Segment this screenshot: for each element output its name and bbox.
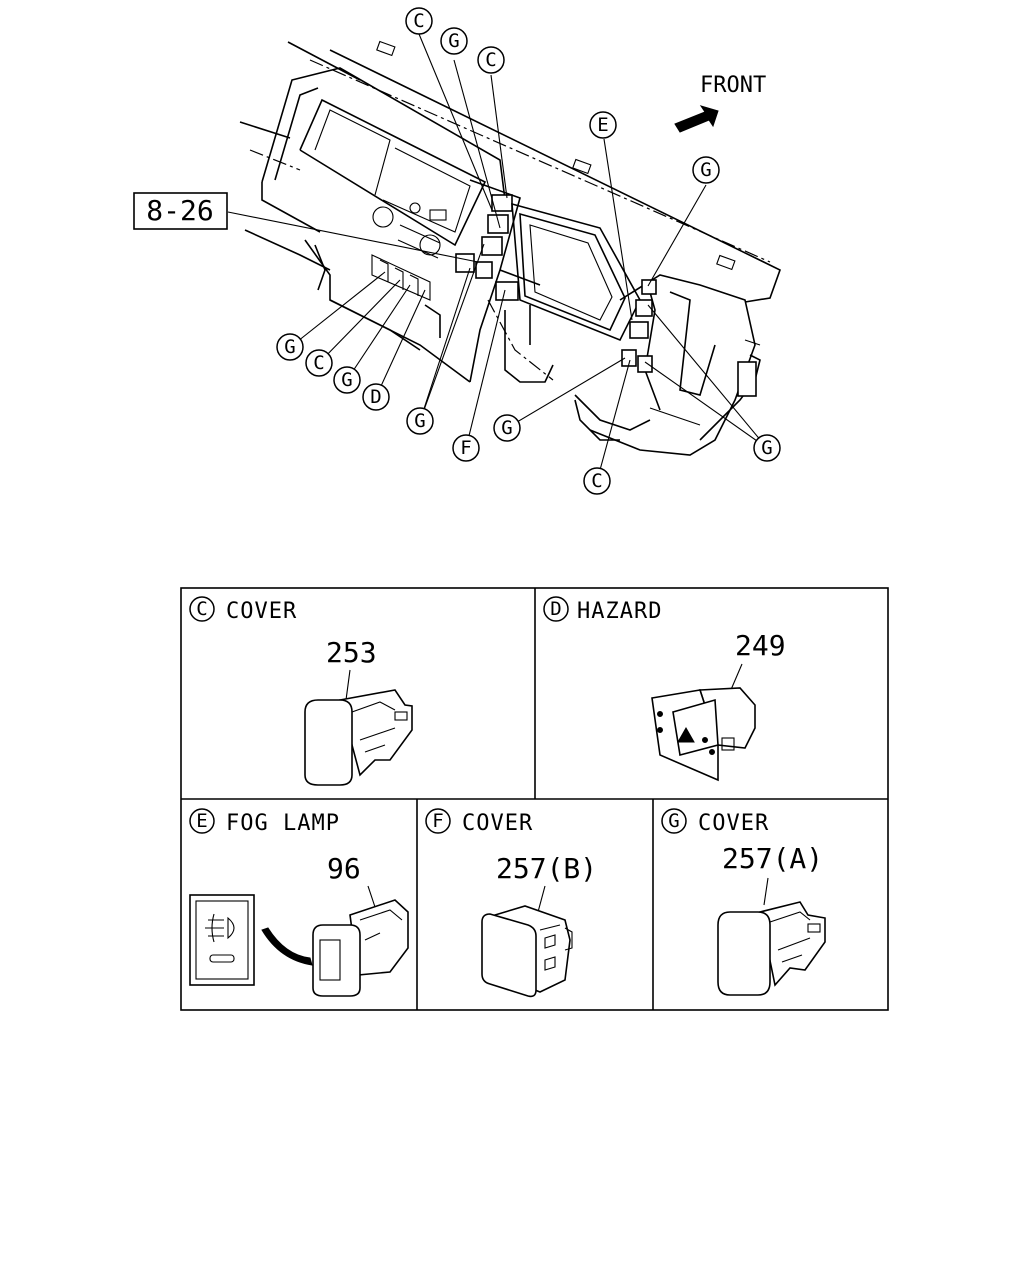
- reference-box-label: 8-26: [146, 194, 213, 227]
- hazard-switch-249-icon: [651, 687, 756, 782]
- cell-f-cover: F COVER 257(B): [425, 808, 597, 998]
- cover-257a-icon: [717, 901, 826, 996]
- svg-text:G: G: [284, 336, 295, 358]
- cell-d-title: HAZARD: [577, 599, 662, 624]
- cell-c-part-number: 253: [326, 636, 377, 669]
- cell-g-title: COVER: [698, 811, 769, 836]
- cell-g-part-number: 257(A): [722, 842, 823, 875]
- parts-table: C COVER 253 D HAZARD 249: [180, 587, 889, 1011]
- fog-lamp-switch-96-icon: [312, 899, 409, 997]
- fog-lamp-symbol-icon: [189, 894, 255, 986]
- callout-g-left-2: G: [333, 366, 361, 394]
- front-arrow-icon: [674, 105, 719, 133]
- cell-f-title: COVER: [462, 811, 533, 836]
- cell-d-letter: D: [550, 598, 561, 620]
- svg-text:F: F: [460, 437, 471, 459]
- svg-text:G: G: [700, 159, 711, 181]
- svg-text:G: G: [448, 30, 459, 52]
- cell-e-letter: E: [196, 810, 207, 832]
- cell-f-part-number: 257(B): [496, 852, 597, 885]
- dashboard-illustration: [239, 40, 781, 456]
- cover-253-icon: [304, 689, 413, 786]
- svg-text:D: D: [370, 386, 381, 408]
- callout-g-bottom-mid: G: [493, 414, 521, 442]
- callout-g-left-1: G: [276, 333, 304, 361]
- svg-text:C: C: [485, 49, 496, 71]
- callouts: C G C E G G C G D G F G G C: [276, 7, 781, 495]
- svg-text:C: C: [313, 352, 324, 374]
- callout-f: F: [452, 434, 480, 462]
- reference-box: 8-26: [133, 192, 228, 230]
- callout-g-right-top: G: [692, 156, 720, 184]
- cell-e-part-number: 96: [327, 852, 361, 885]
- callout-c-bottom-right: C: [583, 467, 611, 495]
- cell-d-hazard: D HAZARD 249: [543, 596, 786, 782]
- svg-text:E: E: [597, 114, 608, 136]
- cell-f-letter: F: [432, 810, 443, 832]
- cell-e-fog-lamp: E FOG LAMP 96: [189, 808, 409, 997]
- pointer-arrow-icon: [261, 927, 313, 966]
- svg-text:G: G: [761, 437, 772, 459]
- cell-e-title: FOG LAMP: [226, 811, 340, 836]
- svg-text:C: C: [413, 10, 424, 32]
- callout-c-top-right: C: [477, 46, 505, 74]
- front-label: FRONT: [700, 73, 766, 98]
- callout-c-left: C: [305, 349, 333, 377]
- svg-text:G: G: [341, 369, 352, 391]
- svg-text:G: G: [414, 410, 425, 432]
- callout-g-top: G: [440, 27, 468, 55]
- svg-text:G: G: [501, 417, 512, 439]
- cell-c-letter: C: [196, 598, 207, 620]
- callout-g-bottom-center: G: [406, 407, 434, 435]
- callout-d: D: [362, 383, 390, 411]
- cell-c-cover: C COVER 253: [189, 596, 413, 786]
- cell-g-letter: G: [668, 810, 679, 832]
- callout-g-bottom-right: G: [753, 434, 781, 462]
- svg-text:C: C: [591, 470, 602, 492]
- cell-g-cover: G COVER 257(A): [661, 808, 826, 996]
- cover-257b-icon: [481, 905, 573, 998]
- cell-d-part-number: 249: [735, 629, 786, 662]
- cell-c-title: COVER: [226, 599, 297, 624]
- callout-c-top-left: C: [405, 7, 433, 35]
- callout-e: E: [589, 111, 617, 139]
- leader-lines: [227, 33, 768, 482]
